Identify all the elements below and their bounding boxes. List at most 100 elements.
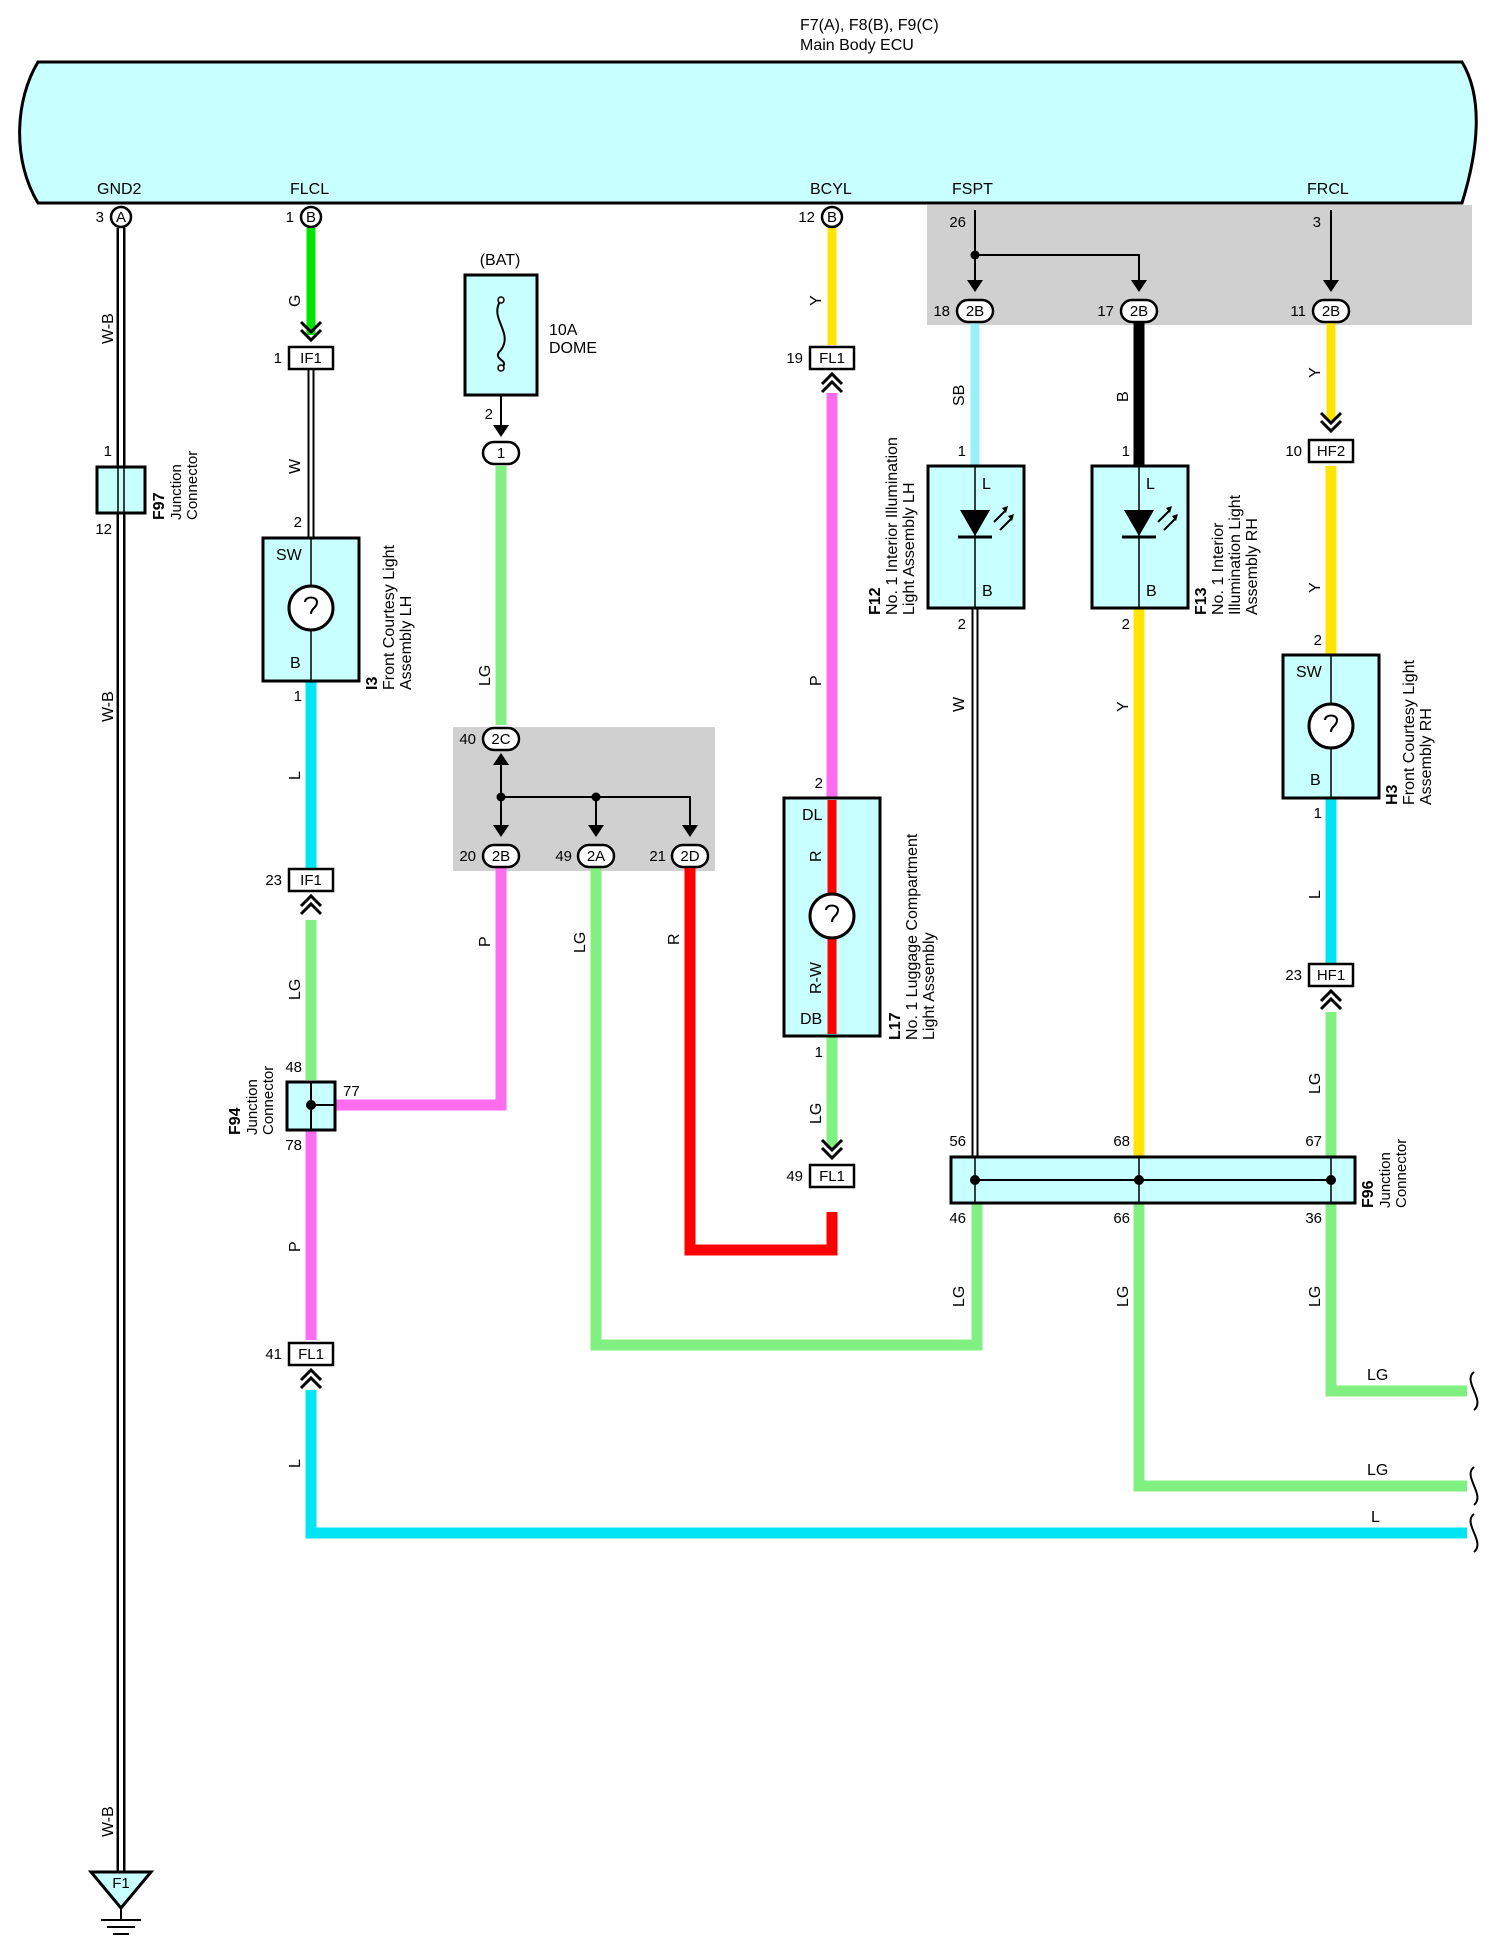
terminal-name-flcl: FLCL [290, 181, 329, 198]
break-mark-3 [1469, 1513, 1479, 1553]
f96-pin-46: 46 [949, 1210, 966, 1227]
l17-dl: DL [802, 807, 823, 824]
terminal-name-bcyl: BCYL [810, 181, 852, 198]
f97-line2: Connector [184, 451, 201, 520]
jb1-conn-18-pin: 18 [933, 303, 950, 320]
f97-label: F97 Junction Connector [151, 451, 201, 520]
f97-line1: Junction [168, 464, 185, 520]
jb2-conn-40-label: 2C [491, 731, 510, 748]
f96-pin-66: 66 [1113, 1210, 1130, 1227]
terminal-name-gnd2: GND2 [97, 181, 142, 198]
l17-pin-bottom: 1 [815, 1044, 823, 1061]
jb1-conn-17: 2B 17 [1097, 298, 1159, 324]
f13-pin-bottom: 2 [1122, 616, 1130, 633]
jb1-conn-17-label: 2B [1130, 303, 1148, 320]
wire-l-bottom [305, 1390, 1467, 1539]
connector-hf2-10: HF2 10 [1285, 411, 1355, 464]
label-y-hf2: Y [1307, 582, 1324, 593]
connector-hf2-10-id: HF2 [1317, 443, 1345, 460]
connector-if1-1-pin: 1 [274, 350, 282, 367]
ecu-terminal-fspt-pin: 26 [949, 214, 966, 231]
connector-if1-1-id: IF1 [300, 350, 322, 367]
jb1-conn-11-pin: 11 [1290, 303, 1306, 320]
f97-junction-connector [95, 465, 147, 515]
l17-pin-top: 2 [815, 775, 823, 792]
ground-f1 [87, 1870, 155, 1935]
label-l-right: L [1371, 1509, 1380, 1526]
connector-fl1-19-id: FL1 [819, 350, 845, 367]
connector-fl1-19-pin: 19 [786, 350, 803, 367]
jb2-conn-20-label: 2B [492, 848, 510, 865]
f12-pin-top: 1 [958, 443, 966, 460]
l17-line1: No. 1 Luggage Compartment [904, 833, 921, 1040]
f96-code: F96 [1360, 1180, 1377, 1208]
connector-hf1-23-pin: 23 [1285, 967, 1302, 984]
f13-l: L [1146, 476, 1155, 493]
f94-pin-bottom: 78 [285, 1137, 302, 1154]
ecu-terminal-flcl: B 1 [286, 205, 323, 229]
jb1-conn-11: 2B 11 [1290, 298, 1351, 324]
label-y-f13: Y [1115, 701, 1132, 712]
label-rw-l17: R-W [808, 961, 825, 994]
label-sb: SB [951, 385, 968, 406]
h3-sw: SW [1296, 664, 1323, 681]
label-y-bcyl: Y [808, 295, 825, 306]
wire-lg-f96-36 [1325, 1203, 1467, 1397]
h3-line1: Front Courtesy Light [1401, 659, 1418, 805]
connector-fl1-41-id: FL1 [298, 1346, 324, 1363]
label-lg-right-1: LG [1367, 1367, 1388, 1384]
jb1-conn-18: 2B 18 [933, 298, 995, 324]
wire-r-2d [684, 868, 838, 1256]
f97-pin-top: 1 [104, 443, 112, 460]
terminal-name-frcl: FRCL [1307, 181, 1349, 198]
jb2-conn-49-pin: 49 [555, 848, 572, 865]
f12-line2: Light Assembly LH [901, 482, 918, 615]
f13-interior-illumination-light-rh [1090, 464, 1190, 610]
jb2-conn-49: 2A 49 [555, 843, 616, 869]
f12-b: B [982, 583, 993, 600]
f12-l: L [982, 476, 991, 493]
label-lg-jb2: LG [572, 932, 589, 953]
label-g: G [287, 295, 304, 307]
f96-junction-connector [949, 1155, 1357, 1205]
i3-pin-bottom: 1 [294, 688, 302, 705]
h3-pin-bottom: 1 [1314, 805, 1322, 822]
h3-line2: Assembly RH [1418, 708, 1435, 805]
jb1-conn-18-label: 2B [966, 303, 984, 320]
connector-hf2-10-pin: 10 [1285, 443, 1302, 460]
jb1-conn-11-label: 2B [1322, 303, 1340, 320]
l17-label: L17 No. 1 Luggage Compartment Light Asse… [887, 833, 938, 1040]
ecu-terminal-bcyl-conn: B [827, 209, 837, 226]
f13-label: F13 No. 1 Interior Illumination Light As… [1193, 494, 1261, 615]
label-lg-right-2: LG [1367, 1462, 1388, 1479]
fuse-source: (BAT) [480, 252, 521, 269]
label-p-jb2: P [477, 936, 494, 947]
label-lg-fuse: LG [477, 665, 494, 686]
wire-p-f94-77 [335, 868, 507, 1111]
f94-label: F94 Junction Connector [227, 1066, 277, 1135]
f94-pin-right: 77 [343, 1083, 360, 1100]
label-l-i3: L [287, 771, 304, 780]
connector-hf1-23: HF1 23 [1285, 962, 1355, 1011]
fuse-arrow [493, 425, 509, 437]
connector-fl1-19: FL1 19 [786, 345, 856, 394]
f13-line3: Assembly RH [1244, 518, 1261, 615]
fuse-rating: 10A [549, 322, 578, 339]
f96-pin-68: 68 [1113, 1133, 1130, 1150]
f97-pin-bottom: 12 [95, 521, 112, 538]
f94-line2: Connector [260, 1066, 277, 1135]
h3-pin-top: 2 [1314, 632, 1322, 649]
wire-lg-2a [590, 868, 983, 1351]
ecu-terminal-gnd2: A 3 [96, 205, 133, 229]
label-w-f12: W [951, 696, 968, 712]
connector-fl1-49-pin: 49 [786, 1168, 803, 1185]
jb2-conn-40: 2C 40 [459, 726, 521, 752]
i3-b: B [290, 655, 301, 672]
ecu-terminal-bcyl-pin: 12 [798, 209, 815, 226]
ecu-terminal-gnd2-conn: A [116, 209, 126, 226]
i3-pin-top: 2 [294, 514, 302, 531]
jb2-conn-49-label: 2A [587, 848, 605, 865]
jb2-conn-20: 2B 20 [459, 843, 521, 869]
f13-line1: No. 1 Interior [1210, 522, 1227, 615]
